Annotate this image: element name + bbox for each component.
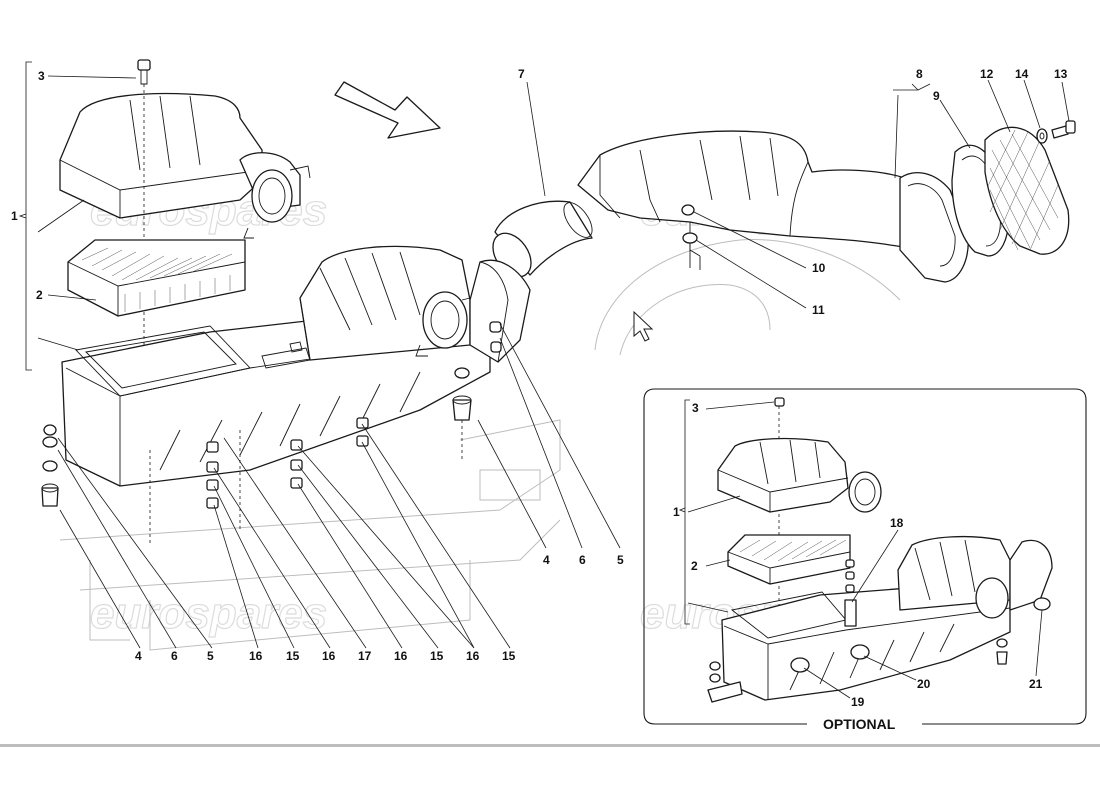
bottom-divider — [0, 744, 1100, 747]
callout-11: 11 — [812, 303, 825, 317]
callout-7: 7 — [518, 67, 525, 81]
callout-15-a: 15 — [286, 649, 300, 663]
callout-1: 1 — [11, 209, 18, 223]
inset-callout-20: 20 — [917, 677, 931, 691]
callout-4-bottom: 4 — [135, 649, 142, 663]
watermark-text: eurospares — [90, 589, 327, 638]
inset-cover-screw — [774, 397, 785, 407]
bracket-fasteners — [681, 204, 698, 268]
callout-14: 14 — [1015, 67, 1029, 81]
callout-5-bottom: 5 — [207, 649, 214, 663]
callout-9: 9 — [933, 89, 940, 103]
optional-label: OPTIONAL — [823, 716, 896, 732]
washer-and-bolt — [1036, 120, 1076, 144]
inset-fittings — [707, 559, 1051, 703]
callout-13: 13 — [1054, 67, 1068, 81]
airbox-cover — [59, 92, 311, 239]
mesh-grille — [984, 126, 1070, 255]
mounts-left — [41, 424, 59, 507]
inset-callout-21: 21 — [1029, 677, 1043, 691]
airbox-lower — [61, 245, 491, 487]
direction-arrow — [334, 81, 441, 139]
main-assembly: 3 1 2 7 8 9 12 14 13 10 11 4 6 5 4 6 5 1… — [11, 59, 1076, 663]
inset-air-filter — [727, 534, 851, 585]
group-bracket — [25, 61, 32, 371]
inset-callout-2: 2 — [691, 559, 698, 573]
inset-leader-lines — [687, 401, 1043, 699]
callout-8: 8 — [916, 67, 923, 81]
group-bracket-tip — [18, 213, 27, 219]
callout-4-right: 4 — [543, 553, 550, 567]
mouse-cursor-icon — [633, 310, 654, 342]
callout-3: 3 — [38, 69, 45, 83]
callout-10: 10 — [812, 261, 826, 275]
inset-group-bracket-tip — [678, 507, 686, 513]
callout-12: 12 — [980, 67, 994, 81]
inset-callout-3: 3 — [692, 401, 699, 415]
callout-16-c: 16 — [394, 649, 408, 663]
callout-16-b: 16 — [322, 649, 336, 663]
callout-6-bottom: 6 — [171, 649, 178, 663]
callout-15-c: 15 — [502, 649, 516, 663]
inset-frame — [643, 388, 1087, 725]
optional-inset: OPTIONAL — [643, 388, 1087, 732]
callout-16-d: 16 — [466, 649, 480, 663]
leader-lines — [37, 75, 1070, 649]
mounts-right — [452, 321, 502, 460]
callout-6-right: 6 — [579, 553, 586, 567]
intake-snorkel — [577, 130, 969, 283]
inset-callout-19: 19 — [851, 695, 865, 709]
inset-callout-18: 18 — [890, 516, 904, 530]
callout-17: 17 — [358, 649, 372, 663]
inset-airbox-cover — [717, 437, 882, 513]
air-filter-element — [67, 239, 246, 317]
inset-callout-1: 1 — [673, 505, 680, 519]
callout-2: 2 — [36, 288, 43, 302]
callout-5-right: 5 — [617, 553, 624, 567]
callout-16-a: 16 — [249, 649, 263, 663]
callout-15-b: 15 — [430, 649, 444, 663]
